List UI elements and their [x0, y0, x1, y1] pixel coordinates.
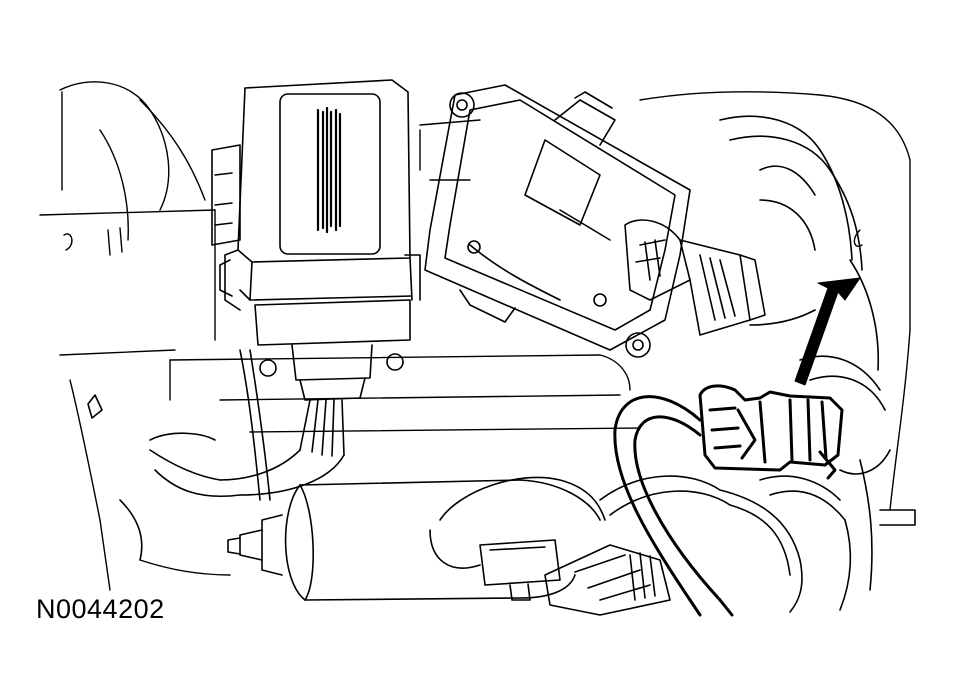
actuator-cylinder [228, 480, 600, 600]
connector-wires [615, 397, 732, 615]
lower-connectors [480, 540, 670, 615]
figure-id-label: N0044202 [36, 594, 165, 624]
barcode-icon [318, 108, 340, 232]
wire-harness-right [720, 116, 915, 590]
wire-harness-left [88, 350, 344, 560]
loose-wires [430, 476, 850, 612]
control-module-left [212, 80, 420, 400]
highlighted-connector [700, 386, 842, 478]
chassis-outline [40, 82, 910, 590]
barcode-label [280, 94, 380, 254]
arrow-icon [795, 278, 860, 385]
control-module-right [425, 85, 815, 357]
